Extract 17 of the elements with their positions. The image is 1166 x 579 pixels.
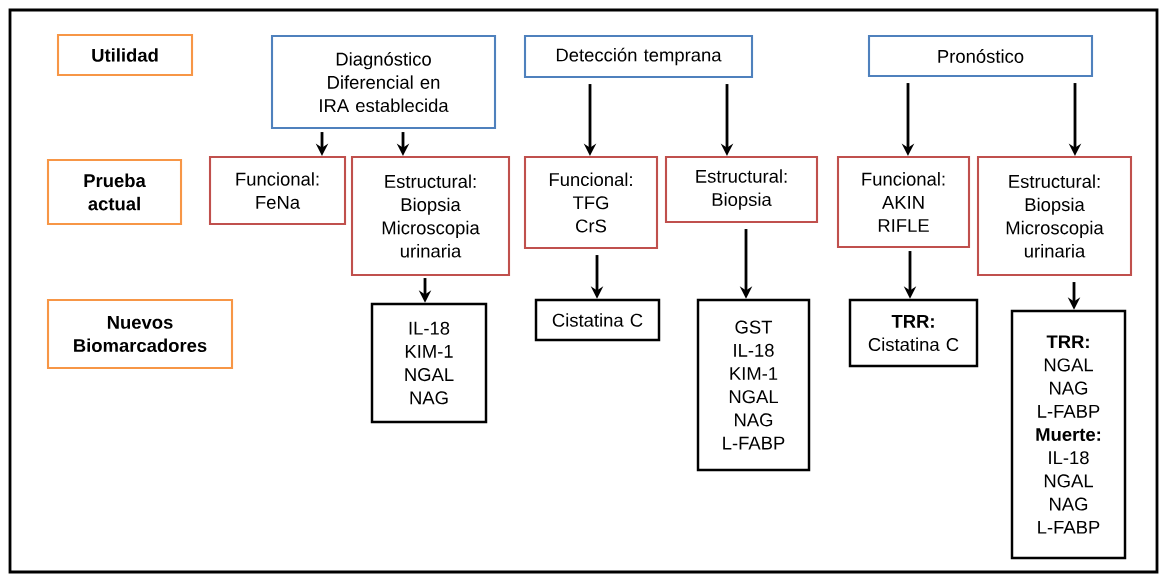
biomarker-box: Cistatina C: [534, 298, 661, 342]
test-box: Estructural: Biopsia Microscopia urinaria: [350, 155, 511, 277]
biomarker-box: IL-18 KIM-1 NGAL NAG: [370, 302, 488, 424]
test-box: Funcional: TFG CrS: [523, 155, 659, 250]
test-box: Estructural: Biopsia Microscopia urinaria: [976, 155, 1133, 277]
row-header-box: Nuevos Biomarcadores: [46, 298, 234, 370]
category-box: Detección temprana: [523, 34, 754, 79]
biomarker-box: TRR: NGAL NAG L-FABP Muerte: IL-18 NGAL NAG L-FABP: [1010, 309, 1127, 560]
row-header-box: Prueba actual: [46, 158, 183, 226]
test-box: Estructural: Biopsia: [664, 155, 819, 224]
biomarker-box: TRR: Cistatina C: [848, 298, 979, 368]
category-box: Pronóstico: [867, 34, 1094, 78]
biomarker-box: GST IL-18 KIM-1 NGAL NAG L-FABP: [696, 298, 811, 472]
test-box: Funcional: FeNa: [208, 155, 347, 226]
row-header-box: Utilidad: [56, 33, 194, 77]
test-box: Funcional: AKIN RIFLE: [836, 155, 971, 249]
category-box: Diagnóstico Diferencial en IRA establecida: [270, 34, 497, 130]
